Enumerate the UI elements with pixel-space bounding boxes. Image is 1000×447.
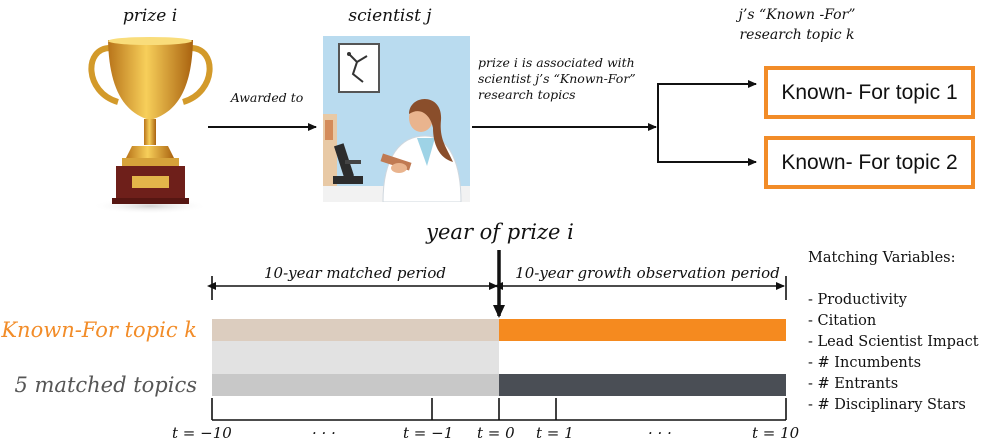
known-for-row-label: Known-For topic k bbox=[1, 318, 197, 342]
tick-label-10: t = 10 bbox=[752, 424, 800, 442]
topic-1-arrow bbox=[657, 80, 757, 162]
matching-item: - # Incumbents bbox=[808, 355, 922, 371]
scientist-label: scientist j bbox=[348, 6, 432, 26]
gap-band bbox=[212, 341, 499, 374]
matching-item: - Lead Scientist Impact bbox=[808, 334, 979, 350]
matching-item: - # Disciplinary Stars bbox=[808, 397, 966, 413]
prize-label: prize i bbox=[122, 6, 178, 26]
known-for-topic-2-box: Known- For topic 2 bbox=[764, 136, 975, 189]
tick-label-1: t = 1 bbox=[536, 424, 574, 442]
tick-label-0: t = 0 bbox=[477, 424, 515, 442]
timeline-graphic bbox=[207, 250, 787, 421]
tick-label-ellipsis-2: · · · bbox=[648, 424, 672, 442]
matching-item: - Productivity bbox=[808, 292, 907, 308]
matching-item: - # Entrants bbox=[808, 376, 899, 392]
matching-list: - Productivity - Citation - Lead Scienti… bbox=[808, 290, 979, 416]
matched-period-label: 10-year matched period bbox=[264, 264, 446, 282]
known-for-header-line-2: research topic k bbox=[739, 27, 855, 43]
matched-pre-bar bbox=[212, 374, 499, 396]
known-for-post-bar bbox=[499, 319, 786, 341]
matched-post-bar bbox=[499, 374, 786, 396]
association-line-3: research topics bbox=[478, 87, 576, 102]
growth-period-label: 10-year growth observation period bbox=[515, 264, 780, 282]
tick-label-minus-1: t = −1 bbox=[403, 424, 454, 442]
matched-row-label: 5 matched topics bbox=[14, 373, 197, 397]
scientist-illustration bbox=[323, 36, 470, 202]
association-line-1: prize i is associated with bbox=[478, 55, 635, 70]
matching-title: Matching Variables: bbox=[808, 250, 956, 266]
trophy-icon bbox=[88, 37, 213, 214]
known-for-topic-1-box: Known- For topic 1 bbox=[764, 66, 975, 119]
tick-label-minus-10: t = −10 bbox=[172, 424, 232, 442]
year-of-prize-label: year of prize i bbox=[426, 220, 574, 244]
known-for-header-line-1: j’s “Known -For” bbox=[738, 7, 856, 23]
association-text: prize i is associated with scientist j’s… bbox=[478, 55, 658, 103]
topic-2-arrow bbox=[657, 90, 757, 166]
known-for-header: j’s “Known -For” research topic k bbox=[712, 5, 882, 45]
top-arrows bbox=[208, 80, 757, 166]
known-for-pre-bar bbox=[212, 319, 499, 341]
matching-item: - Citation bbox=[808, 313, 877, 329]
awarded-to-label: Awarded to bbox=[230, 90, 304, 105]
association-line-2: scientist j’s “Known-For” bbox=[478, 71, 636, 86]
tick-label-ellipsis-1: · · · bbox=[312, 424, 336, 442]
